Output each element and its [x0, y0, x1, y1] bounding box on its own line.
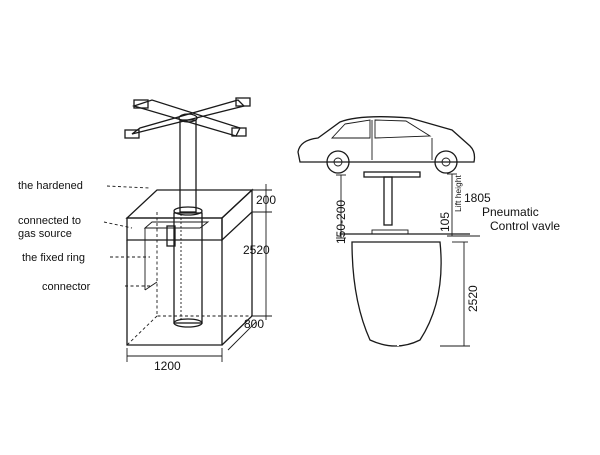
- lift-column: [166, 119, 203, 328]
- label-control-valve: Pneumatic Control vavle: [482, 205, 560, 233]
- left-lift-installation: the hardened connected to gas source the…: [18, 97, 276, 373]
- label-gas-source: connected to gas source: [18, 215, 84, 240]
- dim-right-depth: 2520: [466, 285, 480, 312]
- right-lift-with-car: 150-200 Lift height 1805 105 2520 Pneuma…: [297, 116, 560, 347]
- label-hardened: the hardened: [18, 180, 83, 192]
- dim-width: 1200: [154, 359, 181, 373]
- piston-column: [383, 176, 393, 226]
- dim-side: 800: [244, 317, 264, 331]
- lift-arms: [124, 97, 251, 139]
- left-leaders: [103, 185, 151, 287]
- dim-top-thickness: 200: [256, 193, 276, 207]
- dim-base: 105: [438, 212, 452, 232]
- cylinder-pit: [351, 241, 442, 347]
- label-fixed-ring: the fixed ring: [22, 252, 85, 264]
- left-dimensions: 200 2520 800 1200: [126, 184, 276, 373]
- label-gas-source-line2: gas source: [18, 228, 72, 240]
- floor-plate: [371, 229, 409, 235]
- label-gas-source-line1: connected to: [18, 215, 81, 227]
- dim-clearance: 150-200: [334, 200, 348, 244]
- dim-left-depth: 2520: [243, 243, 270, 257]
- car-illustration: [297, 116, 476, 178]
- label-control-valve-line1: Pneumatic: [482, 205, 539, 219]
- dim-lift-height: 1805: [464, 191, 491, 205]
- right-dimensions: 150-200 Lift height 1805 105 2520: [334, 173, 491, 347]
- label-connector: connector: [42, 281, 91, 293]
- label-control-valve-line2: Control vavle: [490, 219, 560, 233]
- dim-lift-height-label: Lift height: [453, 175, 463, 212]
